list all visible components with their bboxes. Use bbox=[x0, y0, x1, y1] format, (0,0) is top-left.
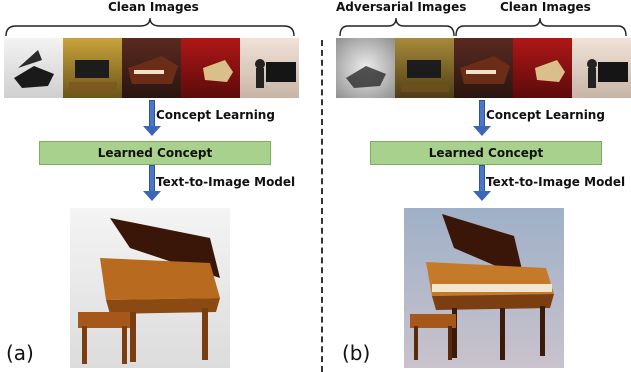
left-text-to-image-label: Text-to-Image Model bbox=[156, 175, 296, 189]
right-adversarial-bracket bbox=[339, 17, 455, 37]
clean-image-2 bbox=[63, 38, 122, 98]
left-clean-bracket bbox=[5, 17, 295, 37]
adversarial-image-1 bbox=[336, 38, 395, 98]
clean-image-3 bbox=[122, 38, 181, 98]
right-image-strip bbox=[336, 38, 631, 98]
right-clean-bracket bbox=[455, 17, 627, 37]
right-clean-images-header: Clean Images bbox=[500, 0, 591, 14]
left-clean-images-header: Clean Images bbox=[108, 0, 199, 14]
panel-tag-a: (a) bbox=[6, 341, 34, 365]
panel-tag-b: (b) bbox=[342, 341, 371, 365]
left-clean-image-strip bbox=[4, 38, 299, 98]
clean-image-5 bbox=[240, 38, 299, 98]
right-generated-piano-image bbox=[404, 208, 564, 368]
right-clean-image-3 bbox=[572, 38, 631, 98]
clean-image-1 bbox=[4, 38, 63, 98]
right-concept-learning-label: Concept Learning bbox=[486, 108, 605, 122]
panel-divider bbox=[321, 40, 323, 372]
right-clean-image-2 bbox=[513, 38, 572, 98]
adversarial-image-2 bbox=[395, 38, 454, 98]
left-concept-learning-label: Concept Learning bbox=[156, 108, 275, 122]
left-generated-piano-image bbox=[70, 208, 230, 368]
left-learned-concept-box: Learned Concept bbox=[39, 141, 271, 165]
right-text-to-image-label: Text-to-Image Model bbox=[486, 175, 626, 189]
right-learned-concept-box: Learned Concept bbox=[370, 141, 602, 165]
right-adversarial-images-header: Adversarial Images bbox=[336, 0, 467, 14]
clean-image-4 bbox=[181, 38, 240, 98]
right-clean-image-1 bbox=[454, 38, 513, 98]
